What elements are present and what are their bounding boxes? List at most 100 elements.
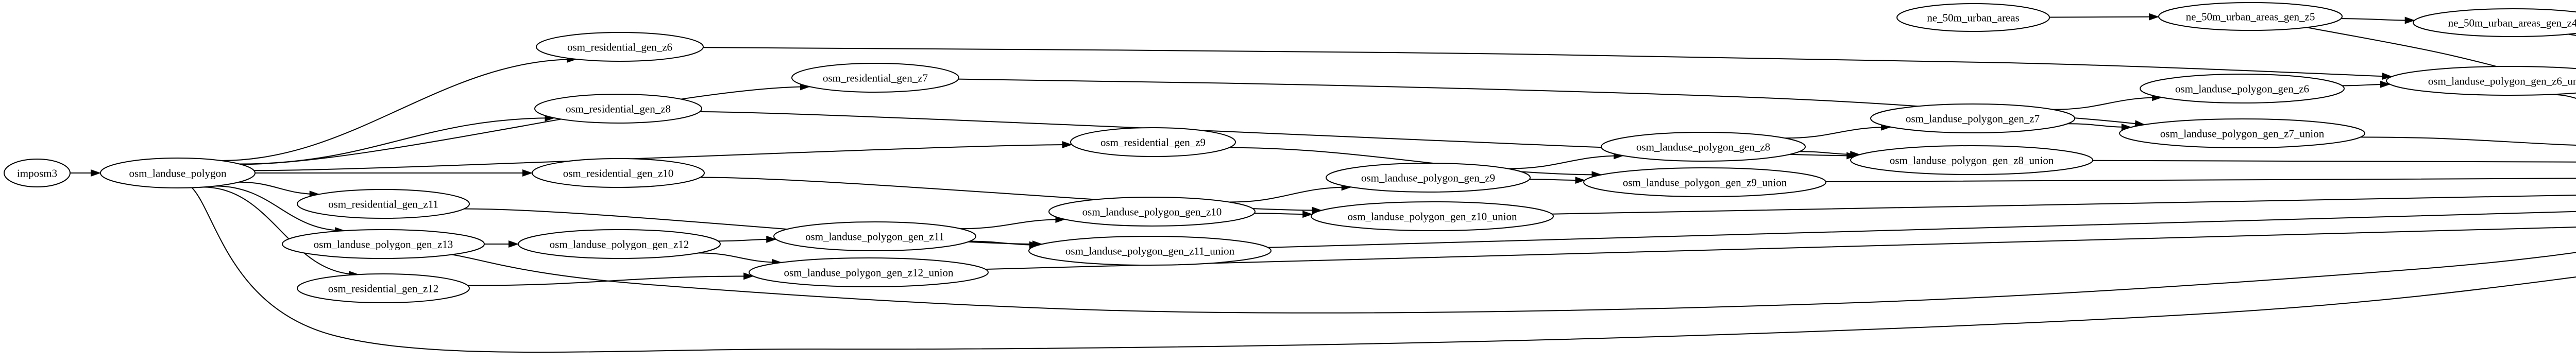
node-ellipse-osm_landuse_polygon_gen_z9 [1326, 163, 1531, 193]
node-ellipse-osm_landuse_polygon_gen_z11_union [1028, 236, 1272, 266]
node-osm_landuse_polygon_gen_z8: osm_landuse_polygon_gen_z8 [1601, 132, 1806, 162]
node-osm_residential_gen_z6: osm_residential_gen_z6 [536, 32, 704, 62]
edge-osm_landuse_polygon_gen_z10-osm_landuse_polygon_gen_z9 [1229, 183, 1352, 203]
edge-osm_landuse_polygon_gen_z12-osm_landuse_polygon_gen_z12_union [698, 252, 783, 266]
node-label-osm_landuse_polygon_gen_z12: osm_landuse_polygon_gen_z12 [550, 238, 689, 250]
edge-osm_landuse_polygon_gen_z8-osm_landuse_polygon_gen_z7 [1785, 123, 1892, 139]
node-osm_landuse_polygon_gen_z13: osm_landuse_polygon_gen_z13 [282, 229, 485, 259]
edge-osm_landuse_polygon-osm_residential_gen_z6 [221, 55, 578, 161]
node-ellipse-ne_50m_urban_areas [1896, 3, 2050, 32]
edge-ne_50m_urban_areas_gen_z5-ne_50m_urban_areas_gen_z4 [2341, 16, 2415, 24]
edge-osm_landuse_polygon_gen_z11-osm_landuse_polygon_gen_z10 [960, 216, 1066, 230]
edge-osm_landuse_polygon-osm_residential_gen_z9 [254, 141, 1073, 171]
node-label-osm_landuse_polygon_gen_z10: osm_landuse_polygon_gen_z10 [1082, 205, 1222, 218]
node-ellipse-osm_residential_gen_z11 [297, 189, 470, 219]
edge-osm_landuse_polygon_gen_z6-osm_landuse_polygon_gen_z6_union [2342, 80, 2391, 88]
node-osm_landuse_polygon_gen_z7: osm_landuse_polygon_gen_z7 [1870, 103, 2075, 133]
node-label-osm_landuse_polygon_gen_z7: osm_landuse_polygon_gen_z7 [1906, 112, 2040, 125]
node-ellipse-osm_landuse_polygon_gen_z6_union [2386, 66, 2576, 96]
node-ellipse-osm_residential_gen_z9 [1070, 127, 1236, 157]
node-label-osm_residential_gen_z9: osm_residential_gen_z9 [1100, 136, 1206, 148]
edge-osm_landuse_polygon_gen_z6_union-layer_landuse-z6 [2550, 94, 2576, 99]
node-osm_landuse_polygon_gen_z11: osm_landuse_polygon_gen_z11 [773, 221, 976, 251]
node-osm_landuse_polygon_gen_z12_union: osm_landuse_polygon_gen_z12_union [749, 257, 989, 287]
node-label-osm_residential_gen_z10: osm_residential_gen_z10 [563, 167, 674, 179]
edge-osm_residential_gen_z9-osm_landuse_polygon_gen_z9_union [1229, 147, 1602, 179]
node-osm_landuse_polygon_gen_z8_union: osm_landuse_polygon_gen_z8_union [1850, 145, 2093, 175]
node-ellipse-osm_landuse_polygon_gen_z11 [773, 221, 976, 251]
edge-osm_landuse_polygon-osm_landuse_polygon_gen_z13 [215, 185, 346, 235]
node-ellipse-osm_landuse_polygon_gen_z12 [518, 229, 721, 259]
node-osm_residential_gen_z8: osm_residential_gen_z8 [534, 94, 702, 124]
node-label-osm_landuse_polygon: osm_landuse_polygon [129, 167, 227, 179]
node-osm_residential_gen_z12: osm_residential_gen_z12 [297, 273, 470, 303]
node-ellipse-osm_residential_gen_z12 [297, 273, 470, 303]
edge-osm_landuse_polygon_gen_z13-layer_landuse-z13 [452, 252, 2576, 314]
node-ellipse-osm_landuse_polygon_gen_z8_union [1850, 145, 2093, 175]
node-label-ne_50m_urban_areas_gen_z5: ne_50m_urban_areas_gen_z5 [2186, 10, 2315, 23]
node-label-osm_landuse_polygon_gen_z6_union: osm_landuse_polygon_gen_z6_union [2428, 75, 2576, 87]
node-label-osm_landuse_polygon_gen_z10_union: osm_landuse_polygon_gen_z10_union [1348, 210, 1517, 222]
edge-osm_landuse_polygon_gen_z9-osm_landuse_polygon_gen_z8 [1508, 152, 1624, 169]
node-ellipse-osm_landuse_polygon_gen_z6 [2140, 74, 2345, 103]
edge-osm_landuse_polygon-osm_residential_gen_z11 [239, 181, 320, 198]
node-ellipse-imposm3 [4, 159, 71, 187]
node-ellipse-ne_50m_urban_areas_gen_z4 [2413, 8, 2576, 37]
edge-osm_landuse_polygon-osm_residential_gen_z7 [241, 83, 810, 165]
node-layer: imposm3 osm_landuse_polygon osm_residentia… [4, 2, 2576, 303]
node-label-ne_50m_urban_areas: ne_50m_urban_areas [1927, 11, 2020, 24]
edge-osm_landuse_polygon_gen_z10-osm_landuse_polygon_gen_z10_union [1254, 211, 1313, 218]
node-osm_landuse_polygon_gen_z10: osm_landuse_polygon_gen_z10 [1048, 197, 1256, 227]
node-osm_residential_gen_z7: osm_residential_gen_z7 [791, 63, 959, 93]
node-ellipse-osm_landuse_polygon_gen_z8 [1601, 132, 1806, 162]
edge-osm_landuse_polygon_gen_z7-osm_landuse_polygon_gen_z6 [2053, 94, 2163, 110]
edge-osm_landuse_polygon-osm_residential_gen_z12 [202, 186, 360, 279]
edge-osm_landuse_polygon_gen_z9_union-layer_landuse-z9 [1825, 178, 2576, 182]
node-label-osm_landuse_polygon_gen_z9_union: osm_landuse_polygon_gen_z9_union [1623, 176, 1787, 188]
node-ne_50m_urban_areas_gen_z4: ne_50m_urban_areas_gen_z4 [2413, 8, 2576, 37]
node-label-ne_50m_urban_areas_gen_z4: ne_50m_urban_areas_gen_z4 [2448, 16, 2576, 29]
edge-osm_landuse_polygon_gen_z8_union-layer_landuse-z8 [2092, 160, 2576, 163]
edge-osm_landuse_polygon-layer_landuse-z14+ [191, 187, 2576, 353]
node-label-imposm3: imposm3 [17, 167, 57, 179]
edge-osm_landuse_polygon_gen_z7-osm_landuse_polygon_gen_z7_union [2067, 123, 2132, 131]
node-label-osm_residential_gen_z7: osm_residential_gen_z7 [823, 72, 928, 84]
node-label-osm_residential_gen_z6: osm_residential_gen_z6 [567, 41, 672, 53]
node-osm_landuse_polygon_gen_z11_union: osm_landuse_polygon_gen_z11_union [1028, 236, 1272, 266]
edge-osm_landuse_polygon_gen_z12-osm_landuse_polygon_gen_z11 [718, 235, 777, 243]
node-ellipse-osm_landuse_polygon_gen_z12_union [749, 257, 989, 287]
node-label-osm_residential_gen_z11: osm_residential_gen_z11 [328, 198, 438, 210]
node-label-osm_landuse_polygon_gen_z12_union: osm_landuse_polygon_gen_z12_union [784, 266, 954, 279]
node-ellipse-osm_landuse_polygon_gen_z10_union [1311, 201, 1554, 231]
node-label-osm_landuse_polygon_gen_z13: osm_landuse_polygon_gen_z13 [314, 238, 453, 250]
node-ellipse-ne_50m_urban_areas_gen_z5 [2158, 2, 2343, 31]
node-label-osm_landuse_polygon_gen_z7_union: osm_landuse_polygon_gen_z7_union [2160, 127, 2325, 140]
node-ellipse-osm_landuse_polygon_gen_z7 [1870, 103, 2075, 133]
node-osm_residential_gen_z11: osm_residential_gen_z11 [297, 189, 470, 219]
edge-ne_50m_urban_areas-ne_50m_urban_areas_gen_z5 [2049, 13, 2160, 21]
node-imposm3: imposm3 [4, 159, 71, 187]
node-osm_landuse_polygon_gen_z6_union: osm_landuse_polygon_gen_z6_union [2386, 66, 2576, 96]
node-ellipse-osm_landuse_polygon_gen_z7_union [2119, 118, 2365, 148]
node-osm_landuse_polygon_gen_z9_union: osm_landuse_polygon_gen_z9_union [1583, 167, 1826, 197]
node-ellipse-osm_landuse_polygon_gen_z10 [1048, 197, 1256, 227]
node-ellipse-osm_landuse_polygon_gen_z9_union [1583, 167, 1826, 197]
edge-osm_residential_gen_z11-osm_landuse_polygon_gen_z11_union [464, 208, 1043, 248]
node-osm_landuse_polygon_gen_z9: osm_landuse_polygon_gen_z9 [1326, 163, 1531, 193]
node-label-osm_landuse_polygon_gen_z11_union: osm_landuse_polygon_gen_z11_union [1065, 245, 1235, 257]
node-label-osm_landuse_polygon_gen_z8_union: osm_landuse_polygon_gen_z8_union [1890, 154, 2054, 166]
node-osm_residential_gen_z10: osm_residential_gen_z10 [532, 158, 705, 188]
edge-osm_landuse_polygon_gen_z8-osm_landuse_polygon_gen_z8_union [1799, 151, 1861, 159]
node-label-osm_landuse_polygon_gen_z9: osm_landuse_polygon_gen_z9 [1361, 171, 1495, 184]
node-label-osm_landuse_polygon_gen_z6: osm_landuse_polygon_gen_z6 [2175, 82, 2309, 95]
node-ne_50m_urban_areas_gen_z5: ne_50m_urban_areas_gen_z5 [2158, 2, 2343, 31]
edge-osm_landuse_polygon_gen_z9-osm_landuse_polygon_gen_z9_union [1529, 177, 1586, 184]
node-label-osm_residential_gen_z12: osm_residential_gen_z12 [328, 282, 439, 294]
edge-osm_landuse_polygon_gen_z7_union-layer_landuse-z7 [2360, 136, 2576, 146]
node-osm_landuse_polygon_gen_z10_union: osm_landuse_polygon_gen_z10_union [1311, 201, 1554, 231]
node-osm_landuse_polygon: osm_landuse_polygon [100, 158, 256, 188]
node-osm_landuse_polygon_gen_z6: osm_landuse_polygon_gen_z6 [2140, 74, 2345, 103]
node-ellipse-osm_landuse_polygon [100, 158, 256, 188]
node-osm_landuse_polygon_gen_z12: osm_landuse_polygon_gen_z12 [518, 229, 721, 259]
